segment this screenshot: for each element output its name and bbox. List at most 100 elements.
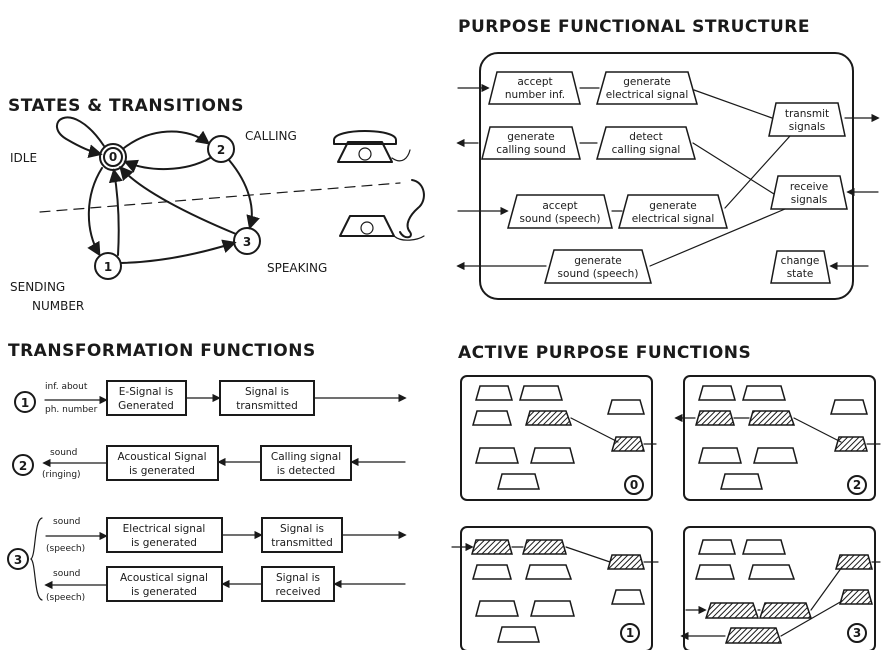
idle-self-loop-arrow (56, 116, 105, 159)
func-change-state-line2: state (787, 268, 814, 280)
func-detect-calling-line2: calling signal (612, 144, 681, 156)
transition-2-to-0-arrow (123, 157, 211, 173)
row-3-box-1-line2: is generated (131, 537, 197, 549)
state-3-label: 3 (243, 235, 251, 249)
panel-1-active-accept (471, 539, 513, 555)
transformation-row-1: 1 inf. about ph. number E-Signal is Gene… (14, 380, 407, 416)
func-accept-sound-line2: sound (speech) (520, 213, 601, 225)
active-panel-1: 1 (451, 526, 659, 652)
state-2-label: 2 (217, 143, 225, 157)
row-2-input-b: (ringing) (42, 470, 81, 480)
panel-0-active-function (525, 410, 573, 426)
state-0-label: 0 (109, 150, 117, 164)
purpose-structure-section: PURPOSE FUNCTIONAL STRUCTURE accept numb… (456, 17, 880, 300)
active-functions-section: ACTIVE PURPOSE FUNCTIONS 0 (451, 343, 881, 652)
active-panel-2: 2 (674, 375, 881, 501)
row-4-box-2-line1: Signal is (276, 572, 320, 584)
row-3-number: 3 (14, 553, 22, 567)
row-3-input-a: sound (53, 517, 80, 527)
row-4-box-2-line2: received (275, 586, 320, 598)
state-2-circle (207, 135, 235, 163)
panel-1-active-generate (522, 539, 567, 555)
row-3-number-circle (7, 548, 29, 570)
func-change-state: change state (770, 250, 831, 284)
states-dashed-divider (39, 182, 401, 213)
panel-1-active-transmit (607, 554, 645, 570)
func-gen-electrical-1-line2: electrical signal (606, 89, 688, 101)
func-receive-line2: signals (791, 194, 828, 206)
panel-3-active-transmit (835, 554, 873, 570)
panel-2-number: 2 (853, 478, 861, 492)
row-4-box-2 (261, 566, 335, 602)
state-1-label: 1 (104, 260, 112, 274)
state-sending-label-1: SENDING (10, 280, 65, 294)
state-calling-label: CALLING (245, 129, 297, 143)
row-2-number-circle (12, 454, 34, 476)
func-transmit-signals: transmit signals (768, 102, 846, 137)
func-generate-sound-speech: generate sound (speech) (544, 249, 652, 284)
func-accept-number-inf-line2: number inf. (505, 89, 565, 101)
row-2-input-a: sound (50, 448, 77, 458)
row-4-input-a: sound (53, 569, 80, 579)
row-2-box-2 (260, 445, 352, 481)
func-detect-calling-signal: detect calling signal (596, 126, 696, 160)
row-1-input-a: inf. about (45, 382, 88, 392)
row-4-input-b: (speech) (46, 593, 85, 603)
func-accept-sound-speech: accept sound (speech) (507, 194, 613, 229)
func-transmit-line1: transmit (785, 108, 829, 120)
transition-2-to-3-arrow (228, 159, 260, 230)
func-transmit-line2: signals (789, 121, 826, 133)
func-gen-calling-sound-line2: calling sound (496, 144, 566, 156)
row-2-box-2-line1: Calling signal (271, 451, 341, 463)
row-1-box-1-line1: E-Signal is (119, 386, 173, 398)
row-4-box-1-line1: Acoustical signal (120, 572, 208, 584)
state-idle-label: IDLE (10, 151, 37, 165)
panel-3-active-gen-sound (724, 627, 783, 644)
func-receive-signals: receive signals (770, 175, 848, 210)
func-generate-electrical-signal-2: generate electrical signal (618, 194, 728, 229)
func-gen-electrical-2-line1: generate (649, 200, 697, 212)
row-2-number: 2 (19, 459, 27, 473)
row-3-box-2-line1: Signal is (280, 523, 324, 535)
row-3-box-1 (106, 517, 223, 553)
purpose-title: PURPOSE FUNCTIONAL STRUCTURE (458, 17, 810, 37)
func-generate-calling-sound: generate calling sound (481, 126, 581, 160)
telephone-on-hook-icon (333, 130, 411, 163)
row-1-number-circle (14, 391, 36, 413)
row-3-box-2 (261, 517, 343, 553)
row-2-box-2-line2: is detected (277, 465, 335, 477)
panel-3-number: 3 (853, 626, 861, 640)
row-1-box-2-line1: Signal is (245, 386, 289, 398)
row-3-brace (30, 517, 43, 601)
panel-3-active-gen-electrical (758, 602, 813, 619)
transition-0-to-1-arrow (87, 167, 103, 257)
func-gen-calling-sound-line1: generate (507, 131, 555, 143)
transformation-row-3: 3 sound (speech) Electrical signal is ge… (7, 517, 407, 601)
state-sending-label-2: NUMBER (32, 299, 84, 313)
row-1-number: 1 (21, 396, 29, 410)
transformation-title: TRANSFORMATION FUNCTIONS (8, 341, 316, 361)
row-4-box-1-line2: is generated (131, 586, 197, 598)
purpose-connectors (456, 83, 880, 271)
func-change-state-line1: change (781, 255, 820, 267)
row-3-box-1-line1: Electrical signal (123, 523, 206, 535)
func-gen-sound-line1: generate (574, 255, 622, 267)
transformation-section: TRANSFORMATION FUNCTIONS 1 inf. about ph… (7, 341, 407, 603)
func-accept-number-inf: accept number inf. (488, 71, 581, 105)
active-title: ACTIVE PURPOSE FUNCTIONS (458, 343, 751, 363)
row-1-input-b: ph. number (45, 405, 98, 415)
row-1-box-2-line2: transmitted (236, 400, 298, 412)
transition-1-to-3-arrow (120, 239, 237, 264)
panel-0-number: 0 (630, 478, 638, 492)
func-gen-electrical-2-line2: electrical signal (632, 213, 714, 225)
panel-0-active-state (611, 436, 645, 452)
transformation-row-2: 2 sound (ringing) Acoustical Signal is g… (12, 445, 406, 481)
func-detect-calling-line1: detect (629, 131, 663, 143)
func-generate-electrical-signal-1: generate electrical signal (596, 71, 698, 105)
row-3-box-2-line2: transmitted (271, 537, 333, 549)
transition-0-to-2-arrow (123, 130, 211, 149)
func-accept-sound-line1: accept (542, 200, 577, 212)
panel-2-active-calling-sound (695, 410, 735, 426)
func-gen-sound-line2: sound (speech) (558, 268, 639, 280)
